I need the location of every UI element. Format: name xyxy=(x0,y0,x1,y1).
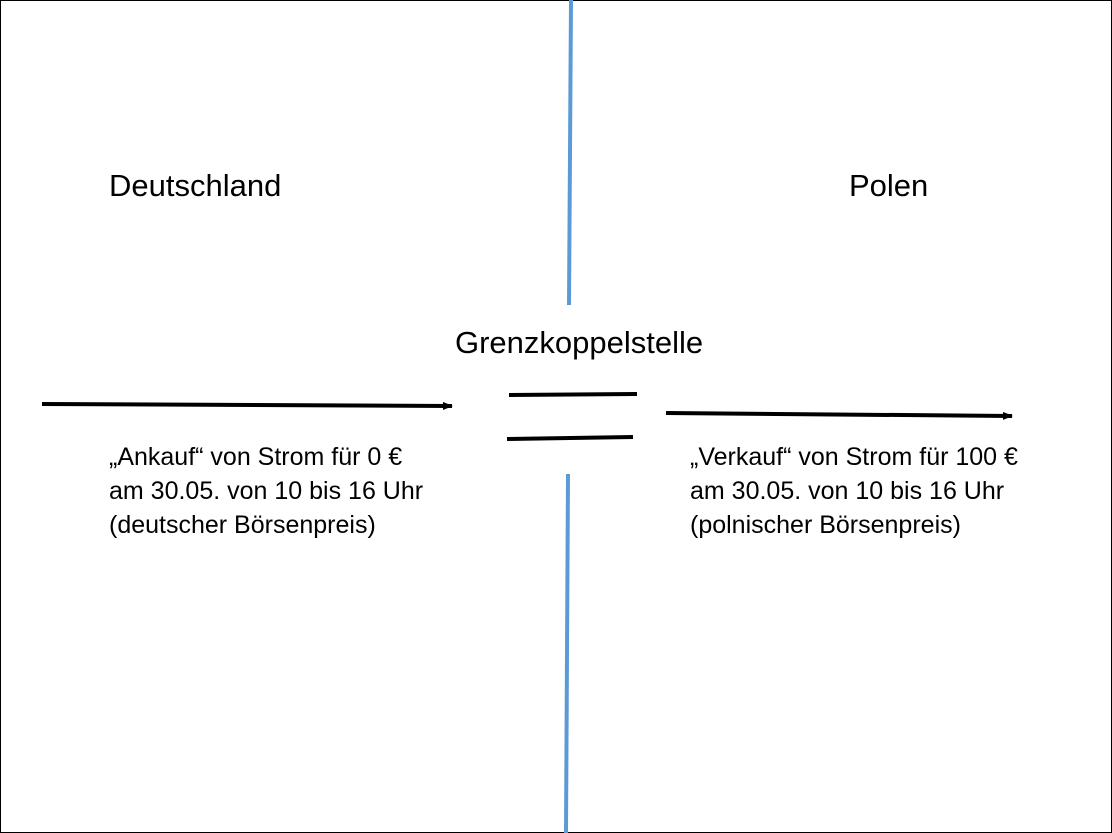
left-note-line: am 30.05. von 10 bis 16 Uhr xyxy=(109,477,424,505)
arrow-right-flow xyxy=(665,411,1013,420)
left-note: „Ankauf“ von Strom für 0 € am 30.05. von… xyxy=(109,440,423,542)
arrow-left-flow xyxy=(41,401,453,410)
border-line-bottom xyxy=(564,473,570,833)
right-note-line: „Verkauf“ von Strom für 100 € xyxy=(690,443,1018,471)
left-note-line: „Ankauf“ von Strom für 0 € xyxy=(109,443,403,471)
right-note: „Verkauf“ von Strom für 100 € am 30.05. … xyxy=(690,440,1018,542)
left-note-line: (deutscher Börsenpreis) xyxy=(109,511,376,539)
border-point-label: Grenzkoppelstelle xyxy=(455,325,704,360)
border-line-top xyxy=(567,0,573,306)
country-label-germany: Deutschland xyxy=(109,168,282,203)
right-note-line: (polnischer Börsenpreis) xyxy=(690,511,961,539)
coupling-bar-top xyxy=(508,392,638,397)
country-label-poland: Polen xyxy=(849,168,929,203)
coupling-bar-bottom xyxy=(506,435,634,441)
right-note-line: am 30.05. von 10 bis 16 Uhr xyxy=(690,477,1005,505)
